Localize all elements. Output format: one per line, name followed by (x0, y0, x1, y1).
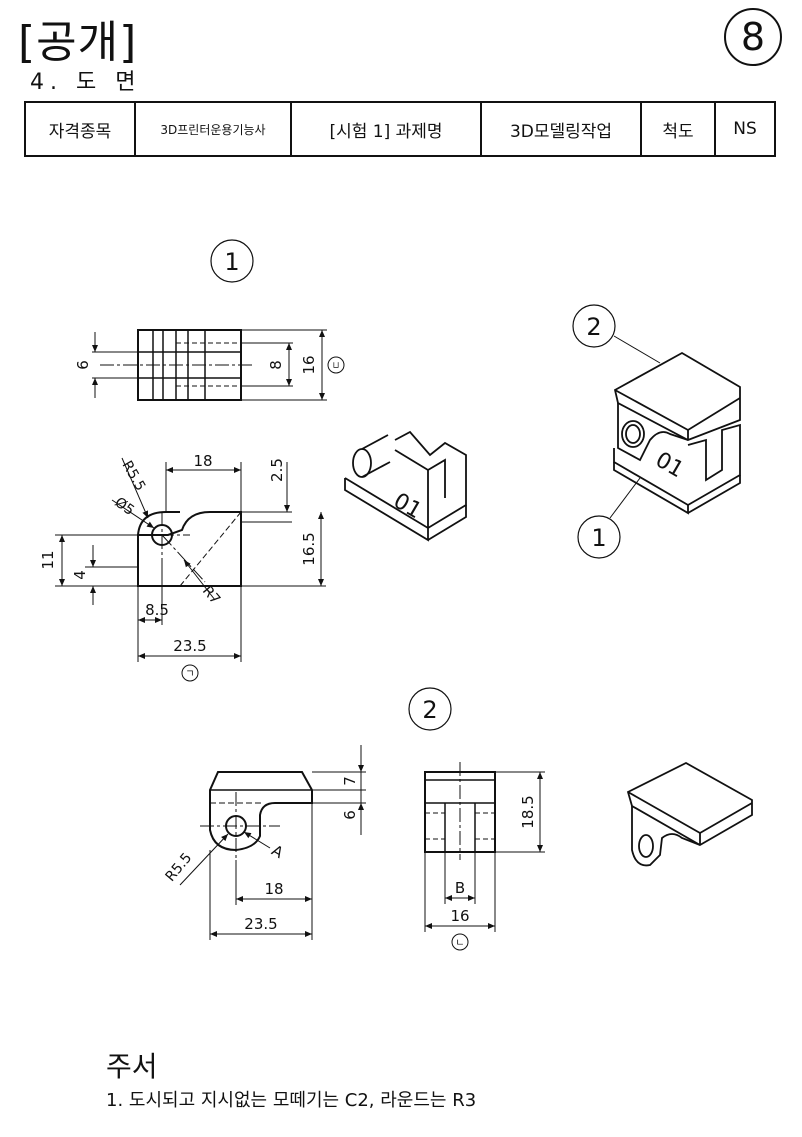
part1-isometric-view: 01 (344, 430, 467, 542)
section-subtitle: 4. 도 면 (30, 70, 142, 95)
svg-text:8.5: 8.5 (145, 601, 169, 619)
svg-text:7: 7 (341, 776, 359, 786)
svg-text:6: 6 (74, 360, 92, 370)
part2-front-view: 7 6 R5.5 A 18 23.5 (163, 745, 366, 940)
part2-isometric-view (626, 761, 753, 867)
info-cell-label-scale: 척도 (640, 101, 716, 157)
svg-text:23.5: 23.5 (173, 637, 206, 655)
svg-text:11: 11 (39, 550, 57, 569)
svg-text:18: 18 (264, 880, 283, 898)
part1-front-view: 18 2.5 16.5 R5.5 Ø5 R7 11 4 8.5 23 (39, 452, 326, 682)
assembly-isometric-view: 01 2 1 (572, 304, 741, 559)
svg-text:18: 18 (193, 452, 212, 470)
svg-text:2.5: 2.5 (268, 458, 286, 482)
notes-title: 주서 (106, 1050, 158, 1083)
svg-text:R5.5: R5.5 (119, 458, 149, 494)
svg-text:A: A (269, 841, 288, 862)
svg-text:16.5: 16.5 (300, 532, 318, 565)
svg-text:16: 16 (300, 355, 318, 374)
svg-text:18.5: 18.5 (519, 795, 537, 828)
svg-text:4: 4 (71, 570, 89, 580)
svg-text:1: 1 (224, 248, 239, 276)
svg-text:ㄷ: ㄷ (332, 360, 343, 369)
svg-text:8: 8 (267, 360, 285, 370)
svg-text:16: 16 (450, 907, 469, 925)
page-title: [공개] (18, 17, 138, 68)
svg-text:6: 6 (341, 810, 359, 820)
part1-top-view: 6 8 16 ㄷ (74, 329, 345, 401)
part2-label: 2 (408, 687, 452, 731)
info-cell-label-task: [시험 1] 과제명 (290, 101, 482, 157)
svg-text:2: 2 (586, 313, 601, 341)
sheet-number: 8 (740, 15, 766, 59)
info-table: 자격종목 3D프린터운용기능사 [시험 1] 과제명 3D모델링작업 척도 NS (24, 101, 776, 157)
svg-text:ㄱ: ㄱ (185, 669, 194, 680)
info-cell-item-value: 3D프린터운용기능사 (134, 101, 292, 157)
notes-line-1: 1. 도시되고 지시없는 모떼기는 C2, 라운드는 R3 (106, 1090, 477, 1111)
info-cell-label-item: 자격종목 (24, 101, 136, 157)
sheet-number-badge: 8 (724, 8, 782, 66)
svg-text:R5.5: R5.5 (163, 850, 196, 885)
part1-label: 1 (210, 239, 254, 283)
assembly-engraving: 01 (651, 448, 688, 484)
svg-text:1: 1 (591, 524, 606, 552)
svg-text:Ø5: Ø5 (112, 494, 138, 519)
svg-text:B: B (455, 879, 465, 897)
svg-text:23.5: 23.5 (244, 915, 277, 933)
info-cell-scale-value: NS (714, 101, 776, 157)
svg-text:ㄴ: ㄴ (455, 938, 464, 949)
part2-side-view: 18.5 B 16 ㄴ (424, 762, 545, 951)
svg-text:2: 2 (422, 696, 437, 724)
info-cell-task-value: 3D모델링작업 (480, 101, 642, 157)
